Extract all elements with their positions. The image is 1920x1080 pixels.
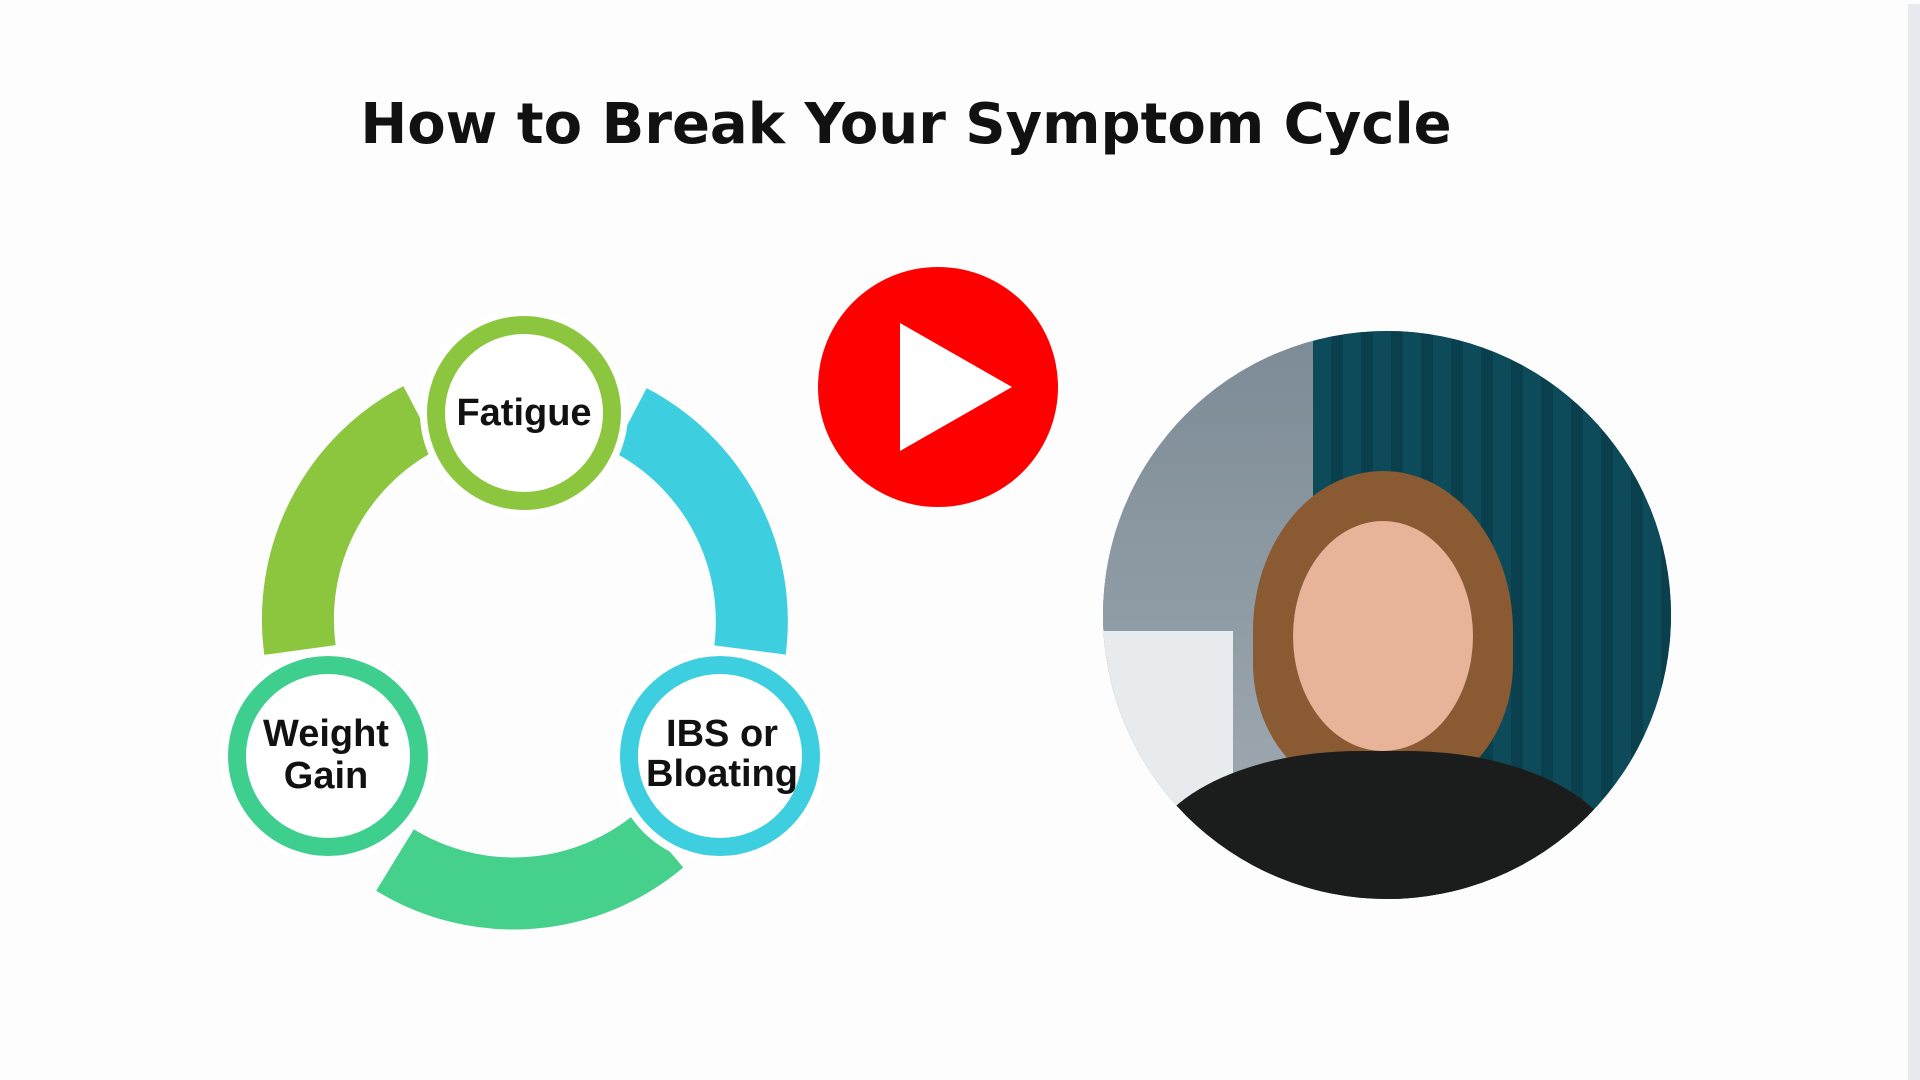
node-label: Gain <box>284 755 368 797</box>
scrollbar[interactable] <box>1908 4 1920 1080</box>
play-icon <box>900 323 1012 451</box>
node-label: Weight <box>263 713 389 755</box>
node-label: IBS or <box>666 713 778 755</box>
cycle-node-ibs-bloating: IBS or Bloating <box>612 648 828 864</box>
youtube-play-button[interactable] <box>818 267 1058 507</box>
cycle-node-fatigue: Fatigue <box>420 309 628 517</box>
node-label: Bloating <box>646 753 798 795</box>
cycle-node-weight-gain: Weight Gain <box>220 648 436 864</box>
page-title: How to Break Your Symptom Cycle <box>360 92 1452 157</box>
presenter-face <box>1293 521 1473 751</box>
cycle-arc-teal <box>376 812 684 930</box>
presenter-video-thumbnail[interactable] <box>1103 331 1671 899</box>
cycle-arc-green <box>261 386 438 655</box>
node-label: Fatigue <box>456 392 591 434</box>
cycle-arc-cyan <box>612 388 788 655</box>
